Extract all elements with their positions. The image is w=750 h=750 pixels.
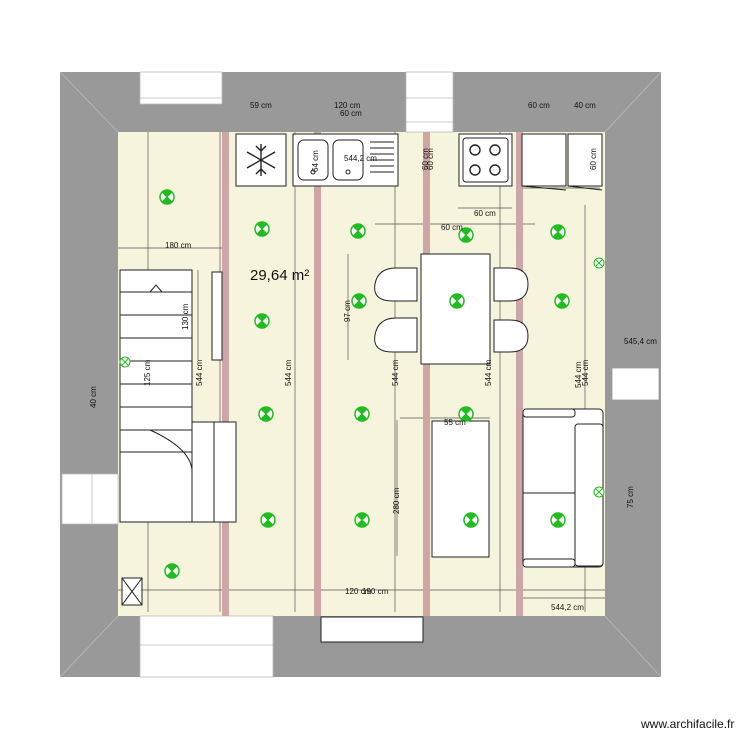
ceiling-light-icon <box>164 563 180 579</box>
ceiling-beams <box>222 132 523 616</box>
dimension-label: 97 cm <box>343 300 352 322</box>
watermark: www.archifacile.fr <box>640 717 734 731</box>
dimension-label: 280 cm <box>392 487 401 514</box>
dimension-label: 75 cm <box>626 486 635 508</box>
windows <box>61 71 660 678</box>
dining-chairs <box>374 267 529 353</box>
dimension-label: 40 cm <box>574 101 596 110</box>
dimension-label: 544 cm <box>581 359 590 386</box>
ceiling-light-icon <box>351 293 367 309</box>
ceiling-light-icon <box>354 406 370 422</box>
freezer-icon <box>235 133 287 187</box>
ceiling-light-icon <box>550 512 566 528</box>
ceiling-light-icon <box>550 224 566 240</box>
wall-outlets <box>119 257 605 498</box>
dimension-label: 180 cm <box>165 241 192 250</box>
dimension-label: 130 cm <box>181 303 190 330</box>
ceiling-light-icon <box>458 406 474 422</box>
dimension-label: 60 cm <box>589 148 598 170</box>
dimension-label: 544 cm <box>391 359 400 386</box>
ceiling-light-icon <box>254 221 270 237</box>
dining-table <box>420 253 491 365</box>
dimension-label: 60 cm <box>426 148 435 170</box>
bottom-left-unit <box>121 577 143 606</box>
ceiling-light-icon <box>463 512 479 528</box>
radiator-bottom <box>320 616 424 643</box>
dimension-label: 125 cm <box>143 359 152 386</box>
dimension-label: 55 cm <box>444 418 466 427</box>
dimension-label: 544 cm <box>484 359 493 386</box>
dimension-label: 60 cm <box>441 223 463 232</box>
ceiling-light-icon <box>260 512 276 528</box>
wall-outlet-icon <box>593 486 605 498</box>
cooktop-icon <box>458 133 513 187</box>
dimension-label: 60 cm <box>340 109 362 118</box>
dimension-label: 40 cm <box>89 386 98 408</box>
dimension-label: 545,4 cm <box>624 337 657 346</box>
ceiling-light-icon <box>350 223 366 239</box>
wall-corner-lines <box>59 71 662 678</box>
dimension-label: 544,2 cm <box>344 154 377 163</box>
coffee-table <box>431 420 490 558</box>
sofa <box>522 408 604 568</box>
dimension-label: 190 cm <box>362 587 389 596</box>
small-shelf <box>211 271 223 361</box>
window-top-middle <box>405 71 454 133</box>
dimension-labels: 59 cm 120 cm 60 cm 60 cm 40 cm 544,2 cm … <box>89 101 657 612</box>
dimension-label: 59 cm <box>250 101 272 110</box>
area-label: 29,64 m² <box>250 267 309 284</box>
ceiling-light-icon <box>458 227 474 243</box>
dimension-label: 120 cm <box>334 101 361 110</box>
dimension-label: 544 cm <box>195 359 204 386</box>
wall-outlet-icon <box>593 257 605 269</box>
dimension-label: 60 cm <box>474 209 496 218</box>
staircase <box>119 269 237 523</box>
ceiling-light-icon <box>354 512 370 528</box>
window-left-wall <box>61 473 119 525</box>
sink-icon <box>292 133 399 187</box>
ceiling-light-icon <box>449 293 465 309</box>
kitchen-cabinets <box>521 133 603 191</box>
dimension-label: 60 cm <box>421 148 430 170</box>
wall-outlet-icon <box>119 356 131 368</box>
dimension-label: 120 cm <box>345 587 372 596</box>
window-bottom-left <box>139 615 274 678</box>
dimension-label: 64 cm <box>311 150 320 172</box>
dimension-label: 544,2 cm <box>551 603 584 612</box>
dimension-label: 544 cm <box>284 359 293 386</box>
ceiling-light-icon <box>159 189 175 205</box>
dimension-label: 544 cm <box>574 361 583 388</box>
ceiling-light-icon <box>258 406 274 422</box>
window-right-wall <box>611 367 660 401</box>
ceiling-lights <box>159 189 570 579</box>
dimension-label: 60 cm <box>528 101 550 110</box>
ceiling-light-icon <box>554 293 570 309</box>
ceiling-light-icon <box>254 313 270 329</box>
window-top-left <box>139 71 223 105</box>
